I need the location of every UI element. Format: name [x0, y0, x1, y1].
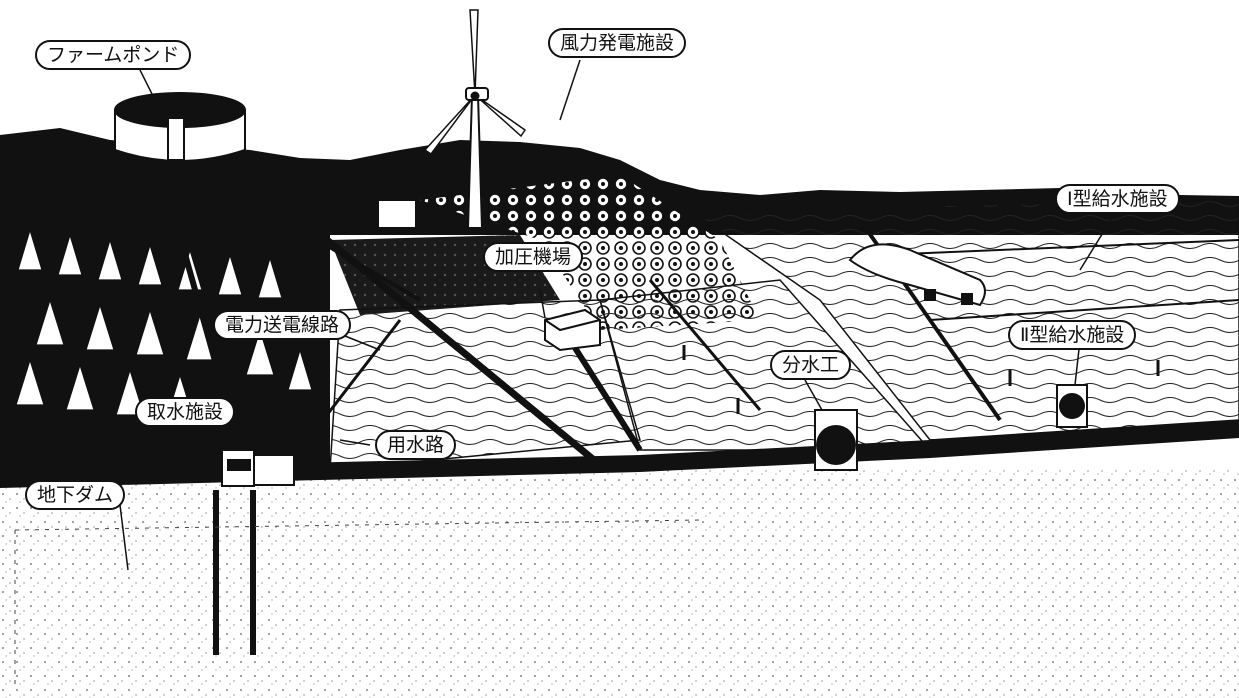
label-type1-supply: Ⅰ型給水施設	[1055, 184, 1180, 214]
type-2-supply-unit	[1056, 384, 1088, 428]
underground-soil	[0, 470, 1239, 698]
pressure-pump-station	[544, 308, 601, 352]
label-wind-power: 風力発電施設	[548, 28, 687, 58]
farm-pond	[114, 92, 246, 162]
label-canal: 用水路	[375, 430, 457, 460]
underground-dam-boundary	[14, 519, 701, 690]
greenhouse	[848, 243, 986, 307]
label-water-division: 分水工	[770, 350, 852, 380]
field-divider	[929, 299, 1239, 321]
intake-facility	[221, 449, 295, 487]
label-power-line: 電力送電線路	[213, 310, 352, 340]
field-divider	[879, 239, 1239, 256]
ground-surface-line	[0, 420, 1239, 488]
label-underground-dam: 地下ダム	[25, 480, 126, 510]
callout-pointers	[119, 59, 1121, 571]
well-pipe	[250, 490, 256, 655]
label-intake: 取水施設	[135, 397, 236, 427]
label-farm-pond: ファームポンド	[35, 40, 192, 70]
field-hydrants	[682, 345, 1160, 414]
label-pressure-station: 加圧機場	[483, 242, 584, 272]
well-pipe	[213, 490, 219, 655]
label-type2-supply: Ⅱ型給水施設	[1008, 320, 1137, 350]
wind-turbine	[423, 9, 527, 229]
water-division-box	[814, 409, 858, 471]
substation-building	[377, 199, 417, 229]
